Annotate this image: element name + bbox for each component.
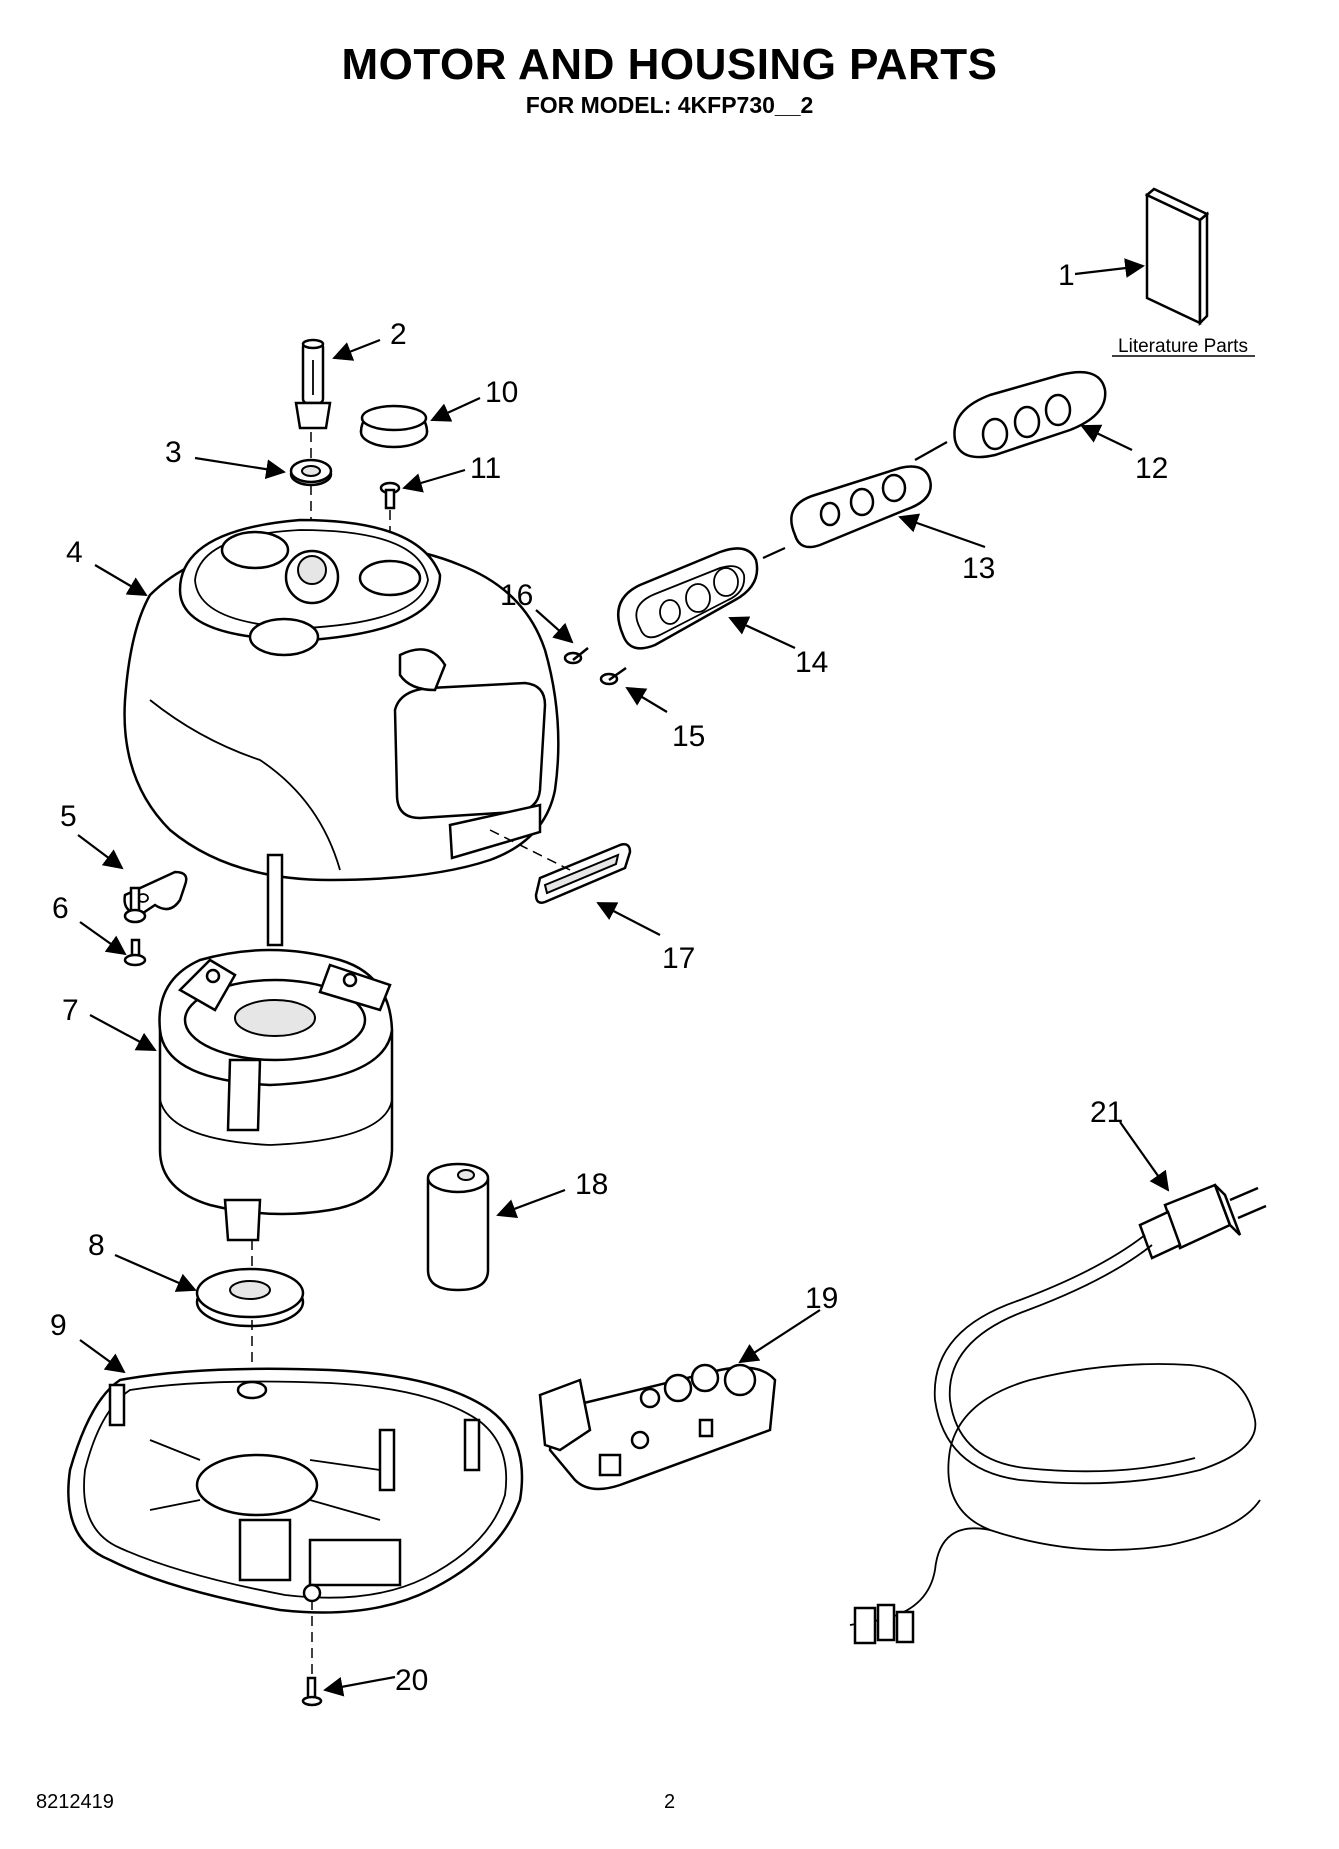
callout-21: 21	[1090, 1096, 1123, 1129]
callout-16: 16	[500, 579, 533, 612]
callout-3: 3	[165, 436, 182, 469]
motor-housing-part	[123, 518, 560, 882]
callout-18: 18	[575, 1168, 608, 1201]
gasket-part	[616, 547, 759, 650]
cap-part	[359, 404, 429, 449]
callout-20: 20	[395, 1664, 428, 1697]
callout-7: 7	[62, 994, 79, 1027]
callout-9: 9	[50, 1309, 67, 1342]
screw-15-part	[599, 666, 627, 686]
power-cord-part	[849, 1183, 1267, 1645]
motor-part	[158, 853, 394, 1242]
callout-13: 13	[962, 552, 995, 585]
callout-15: 15	[672, 720, 705, 753]
screw-6-part	[123, 886, 147, 924]
literature-booklet-part	[1144, 187, 1210, 327]
callout-19: 19	[805, 1282, 838, 1315]
callout-14: 14	[795, 646, 828, 679]
badge-part	[534, 843, 632, 904]
screw-11-part	[379, 481, 401, 510]
motor-mount-part	[195, 1267, 305, 1328]
callout-12: 12	[1135, 452, 1168, 485]
callout-numbers: 1 2 3 4 5 6 7 8 9 10 11 12 13 14 15 16 1…	[50, 259, 1168, 1697]
page-number: 2	[663, 1791, 676, 1813]
callout-1: 1	[1058, 259, 1075, 292]
bearing-seal-part	[289, 458, 333, 487]
drive-coupler-part	[294, 338, 332, 430]
callout-5: 5	[60, 800, 77, 833]
screw-6-body	[123, 938, 147, 967]
document-number: 8212419	[36, 1791, 114, 1813]
base-part	[67, 1367, 524, 1614]
screw-20-part	[301, 1676, 323, 1707]
page-title: MOTOR AND HOUSING PARTS	[341, 40, 998, 89]
model-subtitle: FOR MODEL: 4KFP730__2	[525, 92, 814, 118]
overlay-part	[953, 370, 1107, 459]
screw-16-part	[563, 647, 589, 665]
callout-6: 6	[52, 892, 69, 925]
callout-10: 10	[485, 376, 518, 409]
capacitor-part	[426, 1162, 490, 1292]
callout-2: 2	[390, 318, 407, 351]
switch-assembly-part	[538, 1363, 777, 1491]
switch-plate-part	[790, 465, 932, 549]
literature-parts-label: Literature Parts	[1118, 336, 1248, 357]
callout-8: 8	[88, 1229, 105, 1262]
callout-11: 11	[470, 452, 501, 485]
callout-17: 17	[662, 942, 695, 975]
callout-4: 4	[66, 536, 83, 569]
